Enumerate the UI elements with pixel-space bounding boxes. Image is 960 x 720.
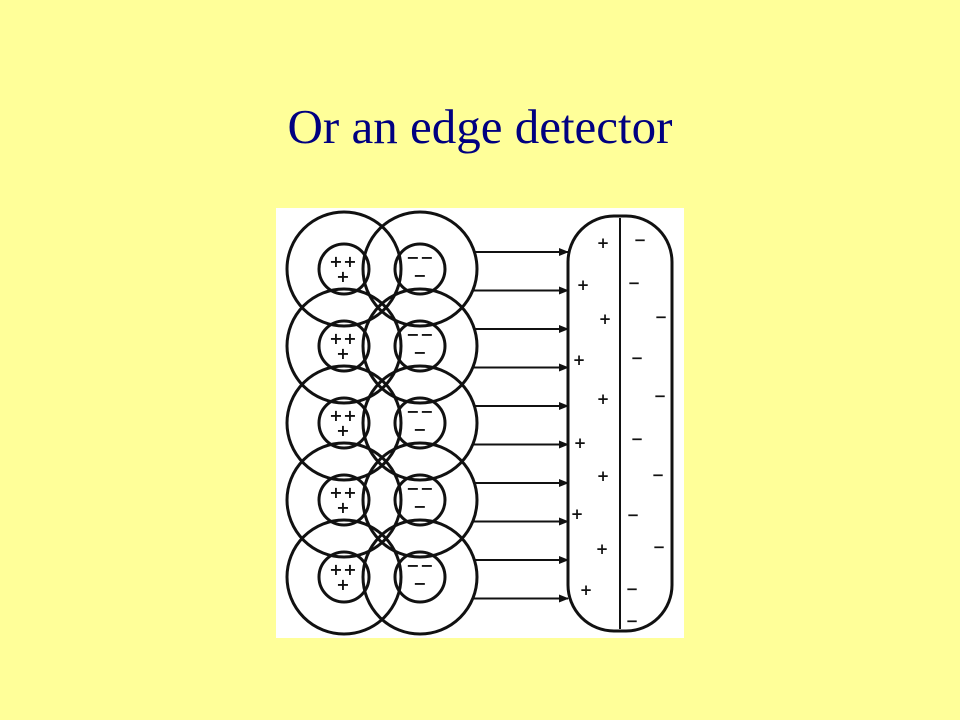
edge-detector-receptive-fields-icon: +++−−−+++−−−+++−−−+++−−−+++−−− +++++++++… bbox=[285, 210, 674, 636]
off-center-minus-sign: − bbox=[413, 574, 426, 593]
off-center-core bbox=[393, 396, 447, 450]
receptive-field-outline bbox=[566, 214, 674, 633]
on-center-surround-ring bbox=[285, 441, 403, 559]
on-center-plus-sign: + bbox=[343, 329, 356, 348]
field-plus-sign: + bbox=[599, 310, 612, 328]
off-center-minus-sign: − bbox=[420, 479, 433, 498]
on-center-core bbox=[317, 319, 371, 373]
field-minus-sign: − bbox=[652, 466, 665, 484]
field-minus-sign: − bbox=[627, 506, 640, 524]
field-plus-sign: + bbox=[571, 505, 584, 523]
field-minus-sign: − bbox=[655, 308, 668, 326]
field-minus-sign: − bbox=[653, 538, 666, 556]
off-center-surround-ring bbox=[361, 441, 479, 559]
off-center-core bbox=[393, 319, 447, 373]
on-center-surround-ring bbox=[285, 210, 403, 328]
off-center-core bbox=[393, 473, 447, 527]
on-center-surround-ring bbox=[285, 287, 403, 405]
field-minus-sign: − bbox=[634, 231, 647, 249]
off-center-minus-sign: − bbox=[406, 402, 419, 421]
on-center-surround-ring bbox=[285, 518, 403, 636]
off-center-minus-sign: − bbox=[420, 556, 433, 575]
on-center-plus-sign: + bbox=[336, 344, 349, 363]
on-center-core bbox=[317, 396, 371, 450]
on-center-plus-sign: + bbox=[336, 267, 349, 286]
on-center-plus-sign: + bbox=[343, 560, 356, 579]
slide-title: Or an edge detector bbox=[287, 99, 673, 154]
off-center-minus-sign: − bbox=[413, 266, 426, 285]
off-center-minus-sign: − bbox=[420, 325, 433, 344]
field-plus-sign: + bbox=[597, 234, 610, 252]
field-plus-sign: + bbox=[573, 351, 586, 369]
field-minus-sign: − bbox=[654, 387, 667, 405]
off-center-core bbox=[393, 242, 447, 296]
on-center-plus-sign: + bbox=[343, 252, 356, 271]
off-center-surround-ring bbox=[361, 210, 479, 328]
on-center-plus-sign: + bbox=[336, 498, 349, 517]
off-center-surround-ring bbox=[361, 518, 479, 636]
on-center-plus-sign: + bbox=[336, 421, 349, 440]
field-minus-sign: − bbox=[631, 430, 644, 448]
off-center-minus-sign: − bbox=[413, 343, 426, 362]
on-center-plus-sign: + bbox=[343, 483, 356, 502]
field-minus-sign: − bbox=[631, 349, 644, 367]
field-plus-sign: + bbox=[580, 581, 593, 599]
off-center-surround-ring bbox=[361, 364, 479, 482]
on-center-plus-sign: + bbox=[329, 329, 342, 348]
on-center-plus-sign: + bbox=[343, 406, 356, 425]
on-center-plus-sign: + bbox=[336, 575, 349, 594]
off-center-minus-sign: − bbox=[413, 497, 426, 516]
on-center-core bbox=[317, 242, 371, 296]
edge-detector-diagram: +++−−−+++−−−+++−−−+++−−−+++−−− +++++++++… bbox=[276, 208, 684, 638]
on-center-core bbox=[317, 473, 371, 527]
field-plus-sign: + bbox=[597, 467, 610, 485]
cells-layer: +++−−−+++−−−+++−−−+++−−−+++−−− bbox=[285, 210, 479, 636]
arrows-layer bbox=[473, 248, 569, 603]
on-center-plus-sign: + bbox=[329, 252, 342, 271]
off-center-minus-sign: − bbox=[406, 248, 419, 267]
on-center-plus-sign: + bbox=[329, 483, 342, 502]
field-plus-sign: + bbox=[574, 434, 587, 452]
field-plus-sign: + bbox=[597, 390, 610, 408]
off-center-core bbox=[393, 550, 447, 604]
on-center-surround-ring bbox=[285, 364, 403, 482]
off-center-minus-sign: − bbox=[420, 402, 433, 421]
oriented-receptive-field: ++++++++++−−−−−−−−−−− bbox=[566, 214, 674, 633]
field-plus-sign: + bbox=[596, 540, 609, 558]
off-center-minus-sign: − bbox=[406, 325, 419, 344]
field-minus-sign: − bbox=[628, 274, 641, 292]
field-minus-sign: − bbox=[626, 580, 639, 598]
field-minus-sign: − bbox=[626, 612, 639, 630]
on-center-core bbox=[317, 550, 371, 604]
off-center-minus-sign: − bbox=[420, 248, 433, 267]
off-center-minus-sign: − bbox=[406, 479, 419, 498]
off-center-minus-sign: − bbox=[406, 556, 419, 575]
on-center-plus-sign: + bbox=[329, 560, 342, 579]
off-center-minus-sign: − bbox=[413, 420, 426, 439]
off-center-surround-ring bbox=[361, 287, 479, 405]
field-plus-sign: + bbox=[577, 276, 590, 294]
on-center-plus-sign: + bbox=[329, 406, 342, 425]
